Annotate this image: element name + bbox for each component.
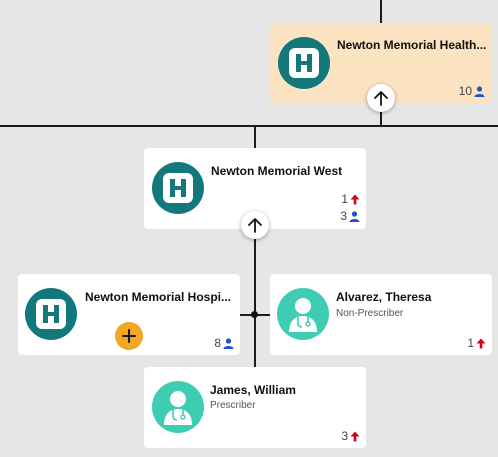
person-name: James, William <box>210 383 296 397</box>
up-count: 3 <box>341 429 360 443</box>
person-card-alvarez[interactable]: Alvarez, Theresa Non-Prescriber 1 <box>270 274 492 355</box>
up-count: 1 <box>467 336 486 350</box>
person-role: Non-Prescriber <box>336 308 404 319</box>
person-icon <box>474 85 485 97</box>
collapse-up-button[interactable] <box>241 211 269 239</box>
org-name: Newton Memorial Health... <box>337 38 487 52</box>
connector-junction <box>251 311 258 318</box>
org-name: Newton Memorial West <box>211 164 343 178</box>
up-count-value: 1 <box>341 192 348 206</box>
up-arrow-icon <box>350 431 360 442</box>
add-button[interactable] <box>115 322 143 350</box>
person-name: Alvarez, Theresa <box>336 290 432 304</box>
people-count-value: 10 <box>458 84 472 98</box>
clinician-icon <box>152 381 204 433</box>
hospital-icon <box>25 288 77 340</box>
clinician-icon <box>277 288 329 340</box>
up-count: 1 <box>341 192 360 206</box>
people-count-value: 8 <box>214 336 221 350</box>
person-icon <box>223 337 234 349</box>
arrow-up-icon <box>248 218 262 233</box>
hospital-icon <box>278 37 330 89</box>
hospital-icon <box>152 162 204 214</box>
connector-line <box>254 229 256 367</box>
org-name: Newton Memorial Hospi... <box>85 290 232 304</box>
people-count: 3 <box>340 209 360 223</box>
connector-line <box>380 0 382 23</box>
people-count-value: 3 <box>340 209 347 223</box>
arrow-up-icon <box>374 91 388 106</box>
people-count: 8 <box>214 336 234 350</box>
connector-line <box>380 103 382 126</box>
up-count-value: 3 <box>341 429 348 443</box>
up-arrow-icon <box>476 338 486 349</box>
person-card-james[interactable]: James, William Prescriber 3 <box>144 367 366 448</box>
plus-icon <box>122 329 136 343</box>
connector-line <box>254 126 256 148</box>
collapse-up-button[interactable] <box>367 84 395 112</box>
org-card-hospital[interactable]: Newton Memorial Hospi... 8 <box>18 274 240 355</box>
person-icon <box>349 210 360 222</box>
person-role: Prescriber <box>210 400 256 411</box>
up-count-value: 1 <box>467 336 474 350</box>
connector-line <box>0 125 498 127</box>
up-arrow-icon <box>350 194 360 205</box>
people-count: 10 <box>459 84 485 98</box>
